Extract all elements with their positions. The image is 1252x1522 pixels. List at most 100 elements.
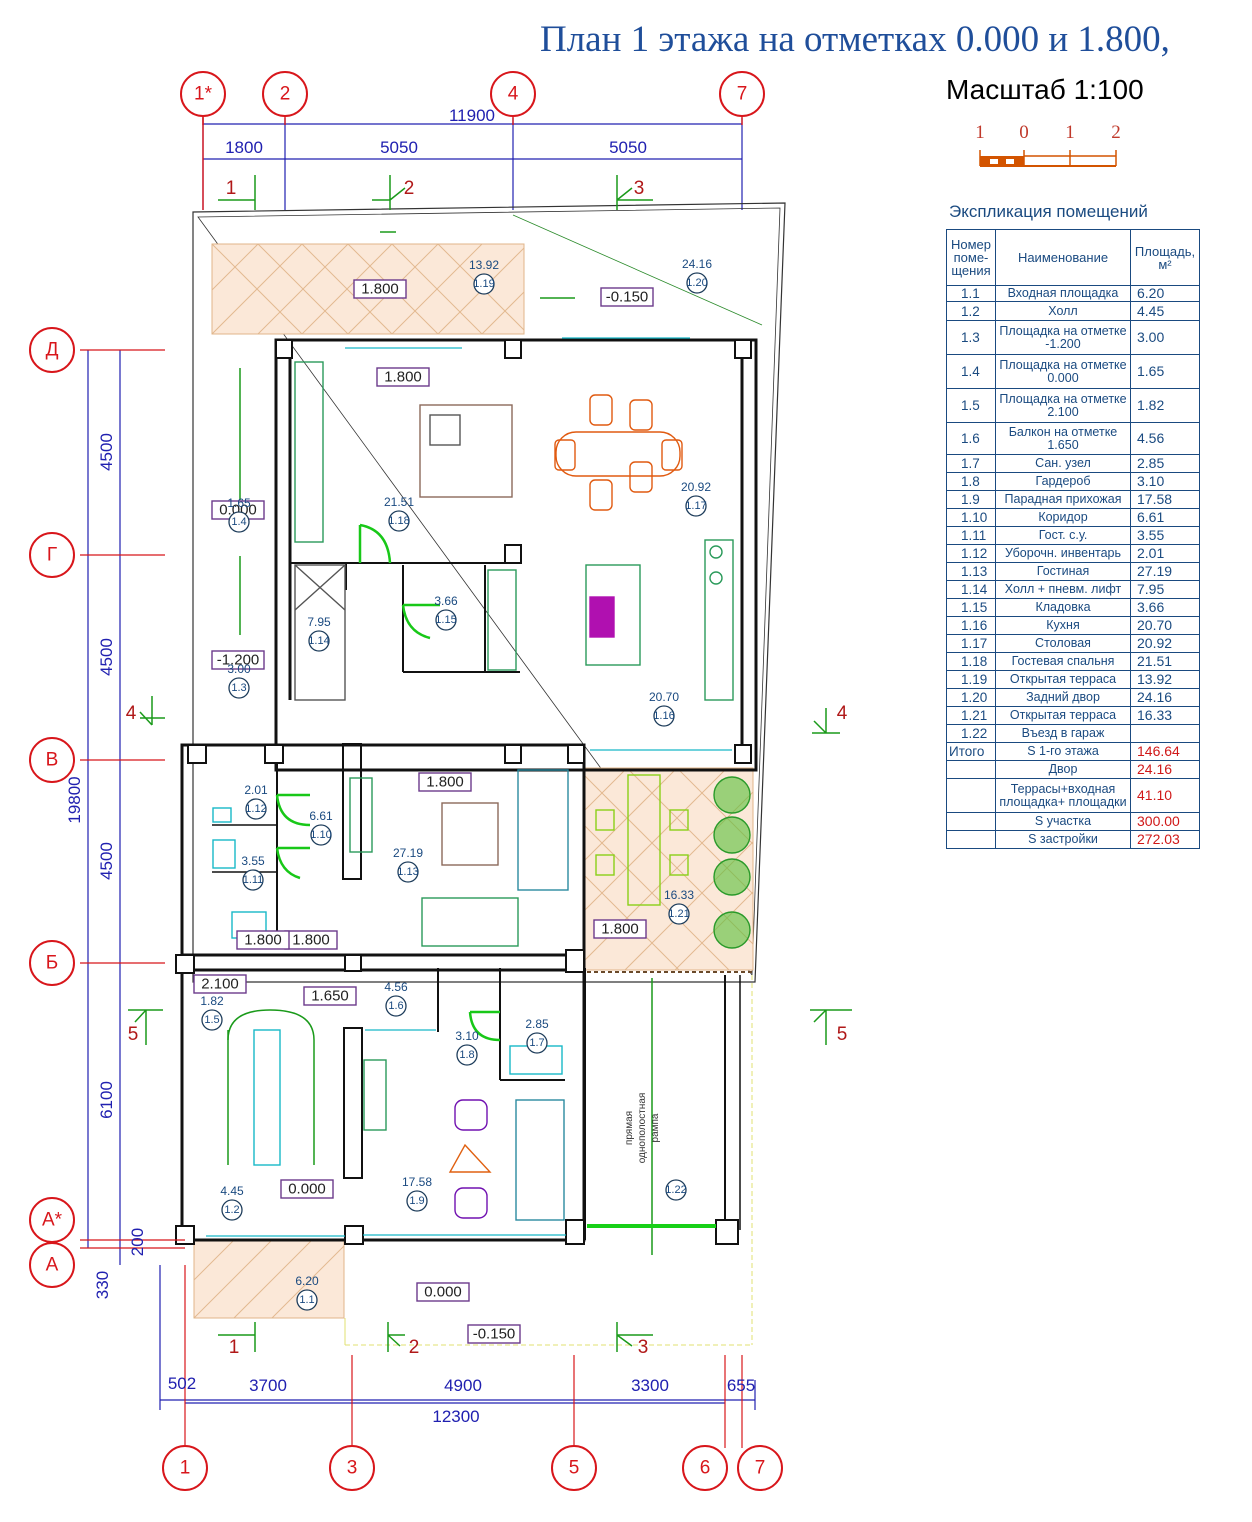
room-marker: 1.72.85: [525, 1017, 549, 1054]
axis-top-2: 2: [262, 71, 308, 117]
explication-name: Входная площадка: [995, 285, 1131, 302]
level-mark: 1.650: [303, 986, 357, 1006]
room-area: 3.66: [434, 594, 458, 608]
axis-top-4: 4: [490, 71, 536, 117]
svg-text:0.000: 0.000: [424, 1284, 462, 1301]
explication-name: Площадка на отметке 2.100: [995, 388, 1131, 423]
explication-name: Гардероб: [995, 472, 1131, 491]
explication-total-num: [946, 760, 996, 779]
room-number: 1.9: [409, 1195, 424, 1207]
explication-area: 16.33: [1130, 706, 1200, 725]
dim-top: 5050: [609, 138, 647, 157]
header-name: Наименование: [995, 229, 1131, 286]
room-area: 24.16: [682, 257, 712, 271]
room-marker: 1.106.61: [309, 809, 333, 846]
explication-total-area: 24.16: [1130, 760, 1200, 779]
section-label: 4: [126, 703, 137, 724]
scale-tick: 2: [1111, 122, 1121, 143]
explication-area: [1130, 724, 1200, 743]
room-number: 1.15: [435, 614, 456, 626]
explication-area: 21.51: [1130, 652, 1200, 671]
explication-total-area: 41.10: [1130, 778, 1200, 813]
room-area: 3.55: [241, 854, 265, 868]
axis-bottom-5: 5: [551, 1445, 597, 1491]
room-area: 6.20: [295, 1274, 319, 1288]
room-marker: 1.917.58: [402, 1175, 432, 1212]
room-area: 7.95: [307, 615, 331, 629]
level-mark: -1.200: [211, 650, 265, 670]
axis-bottom-3: 3: [329, 1445, 375, 1491]
dim-left: 4500: [97, 842, 116, 880]
explication-name: Въезд в гараж: [995, 724, 1131, 743]
room-number: 1.12: [245, 803, 266, 815]
svg-text:4: 4: [508, 84, 519, 105]
explication-area: 6.20: [1130, 285, 1200, 302]
explication-name: Открытая терраса: [995, 670, 1131, 689]
scale-tick: 1: [1065, 122, 1075, 143]
dim-left: 4500: [97, 638, 116, 676]
explication-total-area: 146.64: [1130, 742, 1200, 761]
explication-area: 3.55: [1130, 526, 1200, 545]
explication-num: 1.12: [946, 544, 996, 563]
room-marker: 1.64.56: [384, 980, 408, 1017]
svg-text:2: 2: [280, 84, 291, 105]
svg-text:1.800: 1.800: [384, 369, 422, 386]
level-mark: 1.800: [236, 930, 290, 950]
svg-text:7: 7: [755, 1458, 766, 1479]
section-label: 4: [837, 703, 848, 724]
room-marker: 1.41.65: [227, 496, 251, 533]
level-mark: 0.000: [416, 1282, 470, 1302]
level-mark: 1.800: [418, 772, 472, 792]
svg-text:В: В: [46, 750, 59, 771]
explication-num: 1.11: [946, 526, 996, 545]
explication-name: Открытая терраса: [995, 706, 1131, 725]
svg-text:рампа: рампа: [650, 1113, 661, 1142]
room-number: 1.10: [310, 829, 331, 841]
dim-bottom: 502: [168, 1374, 196, 1393]
explication-area: 4.56: [1130, 422, 1200, 455]
explication-total-name: S участка: [995, 812, 1131, 831]
explication-area: 4.45: [1130, 301, 1200, 321]
level-mark: 0.000: [280, 1179, 334, 1199]
svg-text:1.800: 1.800: [361, 281, 399, 298]
room-number: 1.7: [529, 1037, 544, 1049]
explication-num: 1.17: [946, 634, 996, 653]
svg-text:1.800: 1.800: [244, 932, 282, 949]
dim-left: 4500: [97, 433, 116, 471]
room-area: 20.92: [681, 480, 711, 494]
explication-total-num: [946, 778, 996, 813]
explication-name: Уборочн. инвентарь: [995, 544, 1131, 563]
room-area: 21.51: [384, 495, 414, 509]
explication-num: 1.6: [946, 422, 996, 455]
entrance-platform: [193, 1239, 345, 1319]
walls: [180, 338, 758, 1242]
explication-total-name: Террасы+входная площадка+ площадки: [995, 778, 1131, 813]
explication-area: 7.95: [1130, 580, 1200, 599]
room-area: 27.19: [393, 846, 423, 860]
room-marker: 1.147.95: [307, 615, 331, 652]
section-label: 3: [638, 1337, 649, 1358]
svg-text:1.800: 1.800: [601, 921, 639, 938]
header-num: Номер поме-щения: [946, 229, 996, 286]
room-area: 16.33: [664, 888, 694, 902]
level-mark: 1.800: [353, 279, 407, 299]
axis-bottom-6: 6: [682, 1445, 728, 1491]
explication-area: 1.65: [1130, 354, 1200, 389]
room-marker: 1.122.01: [244, 783, 268, 820]
explication-area: 20.70: [1130, 616, 1200, 635]
explication-table: Номер поме-щения Наименование Площадь, м…: [946, 229, 1200, 849]
svg-text:1.800: 1.800: [292, 932, 330, 949]
explication-name: Задний двор: [995, 688, 1131, 707]
dim-bottom-overall: 12300: [432, 1407, 479, 1426]
svg-text:однополостная: однополостная: [637, 1093, 648, 1164]
